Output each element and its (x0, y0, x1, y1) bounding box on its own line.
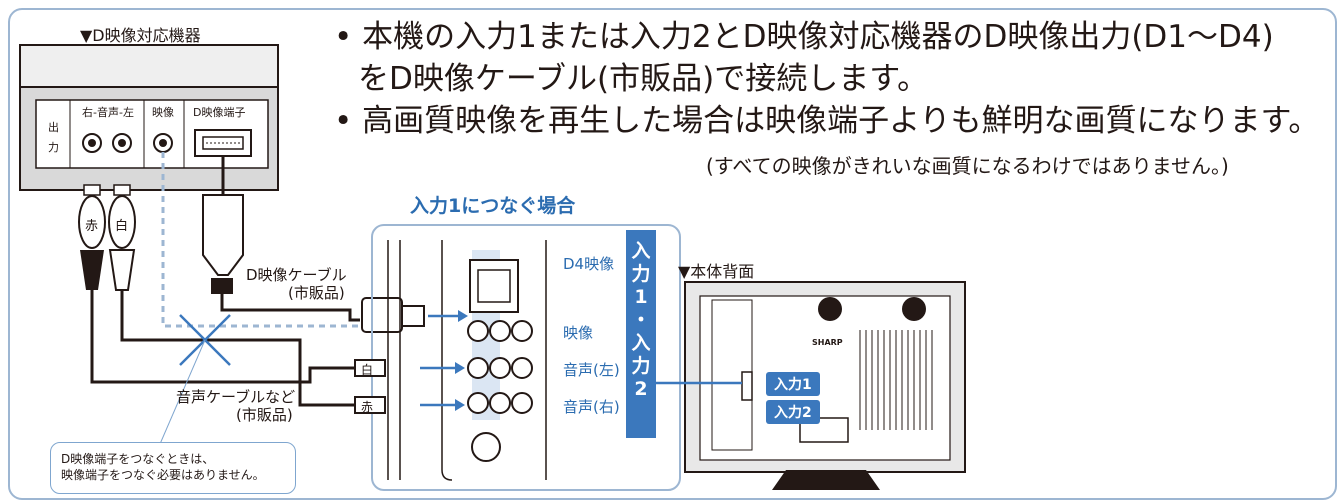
bullet-2: • 高画質映像を再生した場合は映像端子よりも鮮明な画質になります。 (334, 103, 1320, 139)
tv-back (684, 281, 966, 490)
input-label-char: ・ (631, 309, 651, 331)
plug-white-label: 白 (115, 219, 129, 234)
d-cable-label: D映像ケーブル (246, 266, 347, 284)
input-label-char: 入 (631, 240, 651, 262)
callout-line-1: D映像端子をつなぐときは、 (61, 452, 215, 466)
footnote: (すべての映像がきれいな画質になるわけではありません。) (706, 154, 1229, 178)
panel-label-audio-r: 音声(右) (563, 398, 620, 416)
plug-white-label-right: 白 (361, 363, 374, 377)
tv-back-title: ▼本体背面 (678, 262, 755, 281)
section-title: 入力1につなぐ場合 (410, 195, 576, 217)
output-label: 出力 (48, 121, 59, 154)
tv-brand-logo: SHARP (812, 338, 843, 347)
jack-label-audio: 右-音声-左 (82, 106, 134, 119)
jack-label-d-terminal: D映像端子 (193, 106, 246, 119)
rca-plugs (78, 184, 136, 291)
d-cable-sub: (市販品) (288, 284, 345, 302)
panel-label-audio-l: 音声(左) (563, 361, 620, 379)
jack-label-video: 映像 (152, 106, 174, 119)
badge-input-1: 入力1 (766, 372, 820, 396)
audio-cable-label: 音声ケーブルなど (176, 388, 296, 406)
device-title: ▼D映像対応機器 (80, 26, 201, 45)
plug-red-label: 赤 (85, 219, 99, 234)
plug-red-label-right: 赤 (361, 400, 374, 414)
input-label-char: 力 (631, 355, 651, 377)
input-label-char: 力 (631, 263, 651, 285)
panel-label-video: 映像 (563, 324, 594, 342)
callout-line-2: 映像端子をつなぐ必要はありません。 (61, 468, 265, 482)
input-label-char: 1 (634, 286, 648, 308)
bullet-1-cont: をD映像ケーブル(市販品)で接続します。 (358, 61, 929, 97)
source-device (19, 44, 279, 191)
panel-label-d4: D4映像 (563, 255, 615, 273)
badge-input-2: 入力2 (766, 400, 820, 424)
input-label-char: 2 (634, 378, 648, 400)
panel-jacks (467, 320, 533, 462)
callout-note: D映像端子をつなぐときは、 映像端子をつなぐ必要はありません。 (50, 442, 296, 494)
bullet-1: • 本機の入力1または入力2とD映像対応機器のD映像出力(D1〜D4) (334, 19, 1274, 55)
audio-cable-sub: (市販品) (236, 406, 293, 424)
input-label-char: 入 (631, 332, 651, 354)
